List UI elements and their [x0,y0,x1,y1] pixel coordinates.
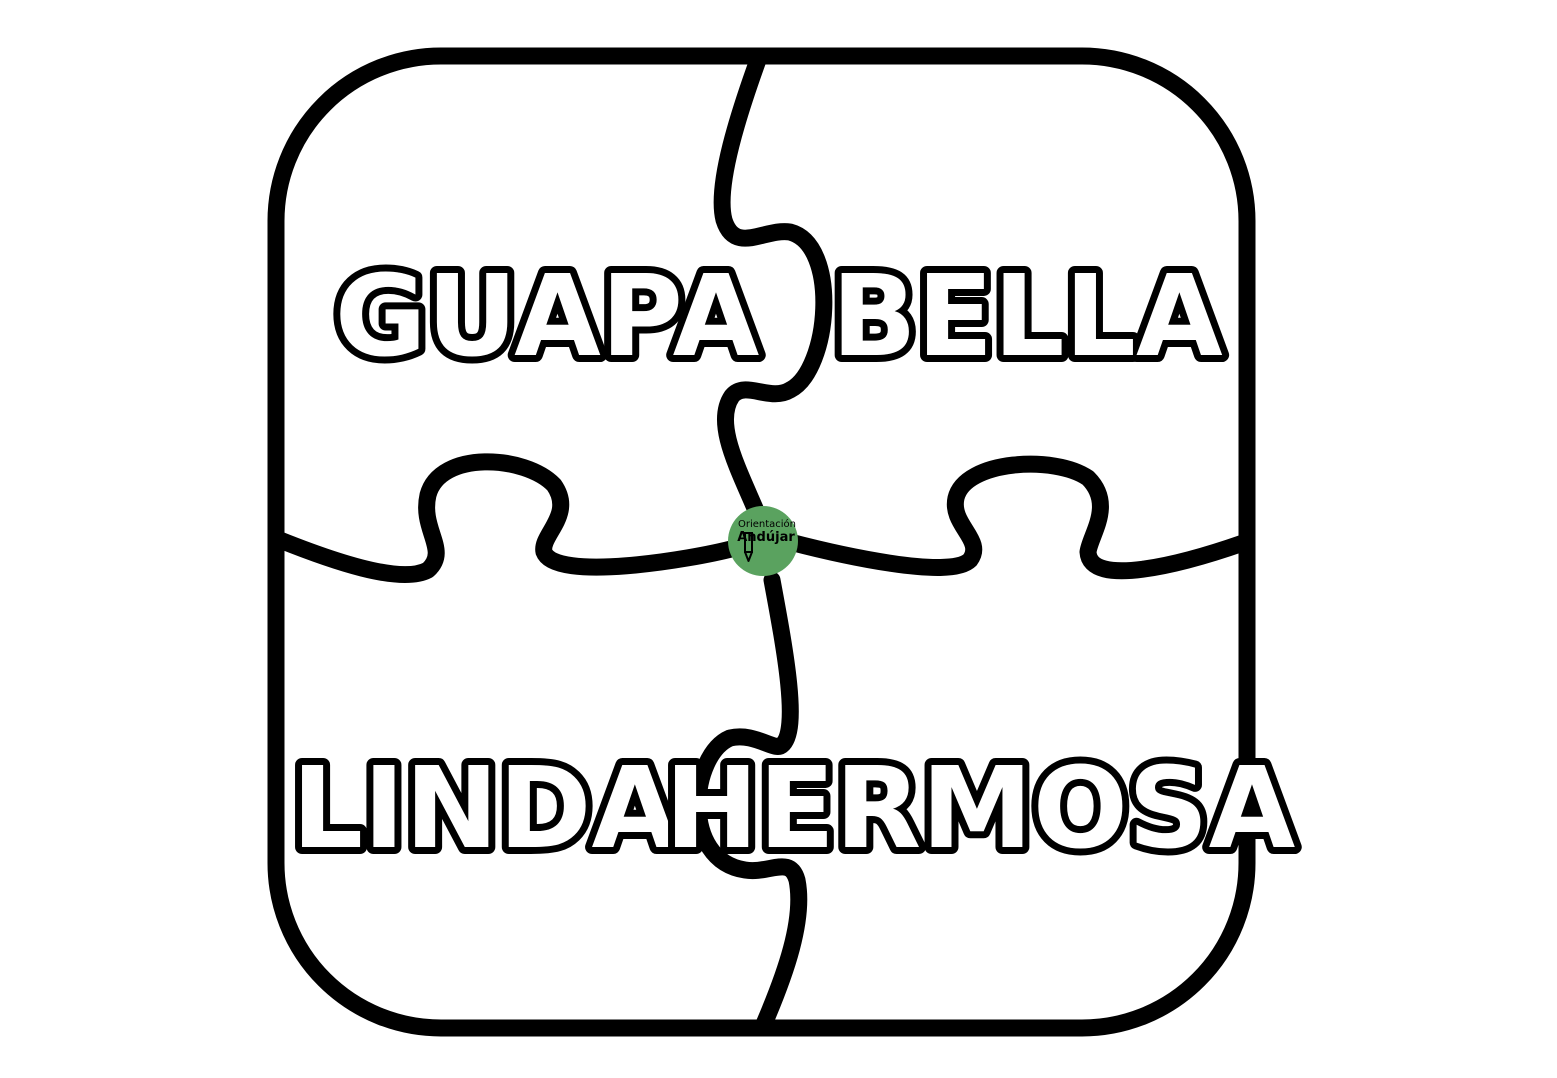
logo-badge: Orientación Andújar [728,506,798,576]
horizontal-cut-left [271,453,744,584]
vertical-cut-upper [713,51,833,534]
piece-word-top-right: BELLA [831,252,1223,382]
logo-line1: Orientación [738,518,796,530]
piece-word-top-left: GUAPA [335,252,760,382]
vertical-cut-lower [689,571,808,1033]
piece-word-bottom-left: LINDA [292,744,679,874]
horizontal-cut-right [781,455,1252,580]
pencil-icon [744,532,753,562]
logo-circle [728,506,798,576]
piece-word-bottom-right: HERMOSA [665,744,1296,874]
